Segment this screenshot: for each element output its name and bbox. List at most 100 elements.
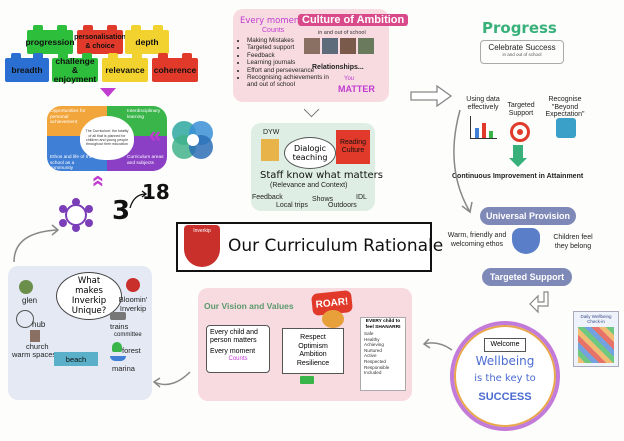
progress-arrow-icon [513,145,523,159]
wellbeing-poster: Daily Wellbeing Check-in [573,311,619,367]
chevron-up-icon: « [87,174,113,188]
photo-thumbnail [322,38,338,54]
unique-question: What makes Inverkip Unique? [71,276,107,316]
shanarri-item: Responsible [364,364,390,370]
heart-label-curriculum: Curriculum areas and subjects [127,155,164,166]
shanarri-item: Included [364,370,382,376]
data-label: Using data effectively [466,96,500,111]
continuous-improvement: Continuous Improvement in Attainment [452,173,584,180]
celebrate-box: Celebrate Success in and out of school [480,40,564,64]
culture-item: Making Mistakes [247,37,330,44]
venn-circles [172,121,213,159]
every-child-text: Every child and person matters [210,329,258,344]
heart-center: The Curriculum: the totality of all that… [80,116,134,160]
dyw-label: DYW [263,129,280,136]
culture-relationships: Relationships... [312,64,364,71]
train-icon [110,312,126,320]
school-badge: Inverkip [184,225,220,267]
culture-item: Targeted support [247,44,330,51]
trophy-icon [556,118,576,138]
heart-label-idl: Interdisciplinary learning [127,109,161,120]
marina-label: marina [112,364,135,373]
badge-text: Inverkip [193,228,211,234]
culture-item: Effort and perseverance [247,67,330,74]
lego-breadth: breadth [5,53,49,82]
number-eighteen: 18 [142,180,170,204]
wellbeing-line3: SUCCESS [478,391,532,403]
shanarri-item: Safe [364,331,374,336]
shanarri-card: EVERY child to feel SHANARRI Safe Health… [360,317,406,391]
lego-challenge: challenge & enjoyment [52,53,98,84]
shanarri-item: Healthy [364,336,380,342]
church-label: church [26,342,49,351]
shanarri-item: Respected [364,358,386,364]
shanarri-item: Achieving [364,342,384,348]
culture-title: Culture of Ambition [298,14,409,26]
church-icon [30,330,40,342]
every-child-box: Every child and person matters Every mom… [206,325,270,373]
local-trips-label: Local trips [276,202,308,209]
shanarri-item: Nurtured [364,347,382,353]
welcome-banner: Welcome [484,338,526,352]
targeted-support-pill: Targeted Support [482,268,572,286]
reading-box: Reading Culture [336,130,370,164]
counts-text: Counts [228,356,248,362]
wellbeing-line1: Wellbeing [475,354,535,368]
number-three: 3 [112,196,131,226]
shows-label: Shows [312,196,334,203]
bloomin-label: Bloomin' Inverkip [118,295,148,313]
hands-icon [512,228,540,254]
dialogic-bubble: Dialogic teaching [284,137,336,169]
warm-spaces-label: warm spaces [12,350,57,359]
heart-center-text: The Curriculum: the totality of all that… [85,129,129,147]
you-matter-label: You [344,76,355,82]
culture-item: Learning journals [247,59,330,66]
wellbeing-line2: is the key to [474,373,536,384]
committee-label: committee [114,332,142,338]
photo-thumbnail [340,38,356,54]
trains-label: trains [110,322,129,331]
lion-mascot [322,310,344,328]
staff-heading: Staff know what matters [260,170,383,181]
lego-depth: depth [125,25,169,54]
beach-box: beach [54,352,98,366]
belong-label: Children feel they belong [553,234,593,250]
reading-text: Reading Culture [339,139,367,154]
hub-label: hub [32,320,46,329]
photo-thumbnail [304,38,320,54]
roar-text: ROAR! [315,295,349,311]
beach-label: beach [65,354,87,364]
culture-list: Making Mistakes Targeted support Feedbac… [238,37,330,89]
lego-coherence: coherence [152,53,198,82]
idl-label: IDL [356,194,367,201]
culture-header-line1: Every moment [240,16,303,26]
celebrate-text: Celebrate Success [488,43,556,52]
dialogic-text: Dialogic teaching [292,144,328,162]
forest-label: forest [122,346,141,355]
culture-header-line2: Counts [262,27,285,34]
curve-arrow-icon [453,109,473,214]
curve-arrow-icon [152,371,191,388]
arrow-down-icon [100,88,116,97]
culture-subtitle: in and out of school [318,30,366,36]
flag-icon [300,376,314,384]
flower-icon [126,278,140,292]
culture-photos [304,38,374,54]
curve-arrow-icon [13,224,60,263]
forest-icon [112,342,122,352]
tree-icon [19,280,33,294]
poster-title: Daily Wellbeing Check-in [580,314,612,324]
universal-provision-pill: Universal Provision [480,207,576,225]
curve-arrow-icon [129,190,148,209]
vision-title: Our Vision and Values [204,301,294,311]
data-chart-icon [470,116,497,139]
photo-thumbnail [358,38,374,54]
values-text: Respect Optimism Ambition Resilience [296,334,330,367]
lego-personalisation: personalisation & choice [74,25,126,54]
arrow-down-left-icon [529,291,549,314]
curriculum-heart: Opportunities for personal achievement I… [47,106,167,171]
celebrate-sub: in and out of school [502,52,542,57]
rationale-title: Our Curriculum Rationale [228,236,444,256]
you-matter-label: MATTER [338,84,375,94]
network-icon [16,310,34,328]
